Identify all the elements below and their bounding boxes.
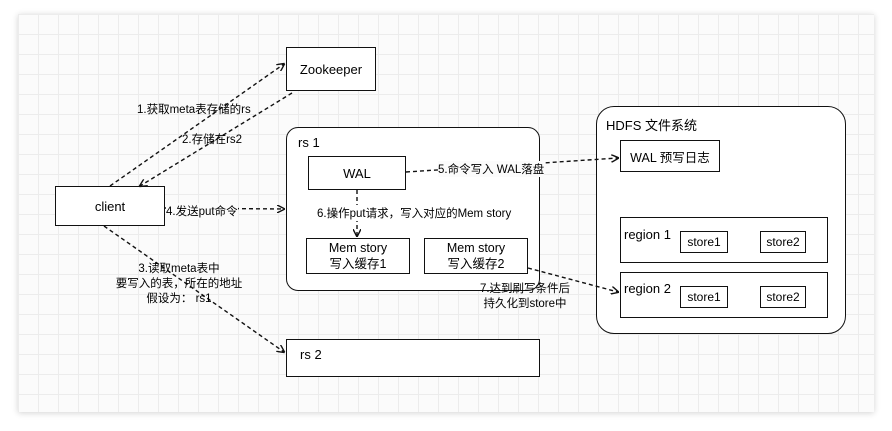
rs2-label: rs 2 bbox=[300, 347, 322, 362]
hdfs-label: HDFS 文件系统 bbox=[606, 118, 698, 133]
edge-label-e3-line2: 要写入的表，所在的地址 bbox=[115, 278, 243, 290]
edge-label-e5: 5.命令写入 WAL落盘 bbox=[438, 161, 545, 177]
edge-label-e3-line3: 假设为： rs1 bbox=[146, 293, 212, 305]
edge-label-e6: 6.操作put请求，写入对应的Mem story bbox=[317, 205, 512, 221]
edge-label-e4: 4.发送put命令 bbox=[166, 203, 238, 219]
rs2-node bbox=[286, 339, 540, 377]
zookeeper-node: Zookeeper bbox=[286, 47, 376, 91]
edge-label-e1: 1.获取meta表存储的rs bbox=[137, 104, 251, 116]
region2-store1-label: store1 bbox=[687, 290, 721, 304]
memstore1-line2: 写入缓存1 bbox=[329, 257, 387, 271]
memstore2-line2: 写入缓存2 bbox=[447, 257, 505, 271]
rs1-label: rs 1 bbox=[298, 135, 320, 150]
wal-label: WAL bbox=[343, 165, 371, 181]
zookeeper-label: Zookeeper bbox=[299, 61, 363, 77]
wal-node: WAL bbox=[308, 156, 406, 190]
edge-label-e3-line1: 3.读取meta表中 bbox=[138, 263, 220, 275]
region1-store2-label: store2 bbox=[766, 235, 800, 249]
memstore1-node: Mem story 写入缓存1 bbox=[306, 238, 410, 274]
region1-store2: store2 bbox=[760, 231, 806, 253]
region1-label: region 1 bbox=[624, 227, 671, 242]
edge-label-e7-line1: 7.达到刷写条件后 bbox=[479, 283, 571, 295]
edge-label-e7-line2: 持久化到store中 bbox=[483, 298, 567, 310]
edge-label-e7: 7.达到刷写条件后 持久化到store中 bbox=[470, 282, 580, 312]
region1-store1-label: store1 bbox=[687, 235, 721, 249]
client-node: client bbox=[55, 186, 165, 226]
region2-store1: store1 bbox=[680, 286, 728, 308]
region2-store2: store2 bbox=[760, 286, 806, 308]
edge-label-e2: 2.存储在rs2 bbox=[182, 134, 243, 146]
region1-store1: store1 bbox=[680, 231, 728, 253]
memstore2-line1: Mem story bbox=[446, 241, 506, 255]
wal-log-node: WAL 预写日志 bbox=[620, 140, 720, 172]
edge-label-e3: 3.读取meta表中 要写入的表，所在的地址 假设为： rs1 bbox=[104, 262, 254, 307]
client-label: client bbox=[94, 198, 126, 214]
memstore1-line1: Mem story bbox=[328, 241, 388, 255]
wal-log-label: WAL 预写日志 bbox=[630, 150, 710, 165]
memstore2-node: Mem story 写入缓存2 bbox=[424, 238, 528, 274]
region2-store2-label: store2 bbox=[766, 290, 800, 304]
region2-label: region 2 bbox=[624, 281, 671, 296]
